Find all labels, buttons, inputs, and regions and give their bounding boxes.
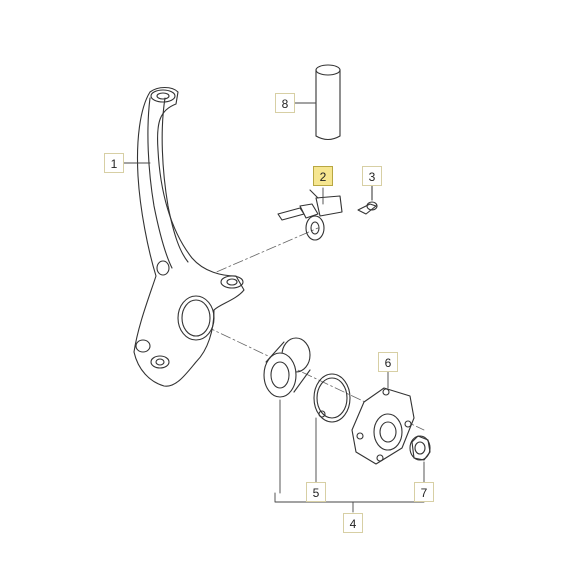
callout-1[interactable]: 1 xyxy=(104,153,124,173)
callout-2[interactable]: 2 xyxy=(313,166,333,186)
callout-4[interactable]: 4 xyxy=(343,513,363,533)
leader-lines xyxy=(123,102,425,513)
pin-drawing xyxy=(315,64,341,141)
circlip-drawing xyxy=(313,373,351,423)
steering-knuckle-drawing xyxy=(133,86,245,387)
wheel-hub-drawing xyxy=(351,387,415,465)
callout-8[interactable]: 8 xyxy=(275,93,295,113)
abs-sensor-drawing xyxy=(277,189,343,241)
callout-3[interactable]: 3 xyxy=(362,166,382,186)
callout-7[interactable]: 7 xyxy=(414,482,434,502)
wheel-bearing-drawing xyxy=(263,337,311,398)
hub-nut-drawing xyxy=(409,435,431,461)
callout-5[interactable]: 5 xyxy=(306,482,326,502)
callout-6[interactable]: 6 xyxy=(378,352,398,372)
